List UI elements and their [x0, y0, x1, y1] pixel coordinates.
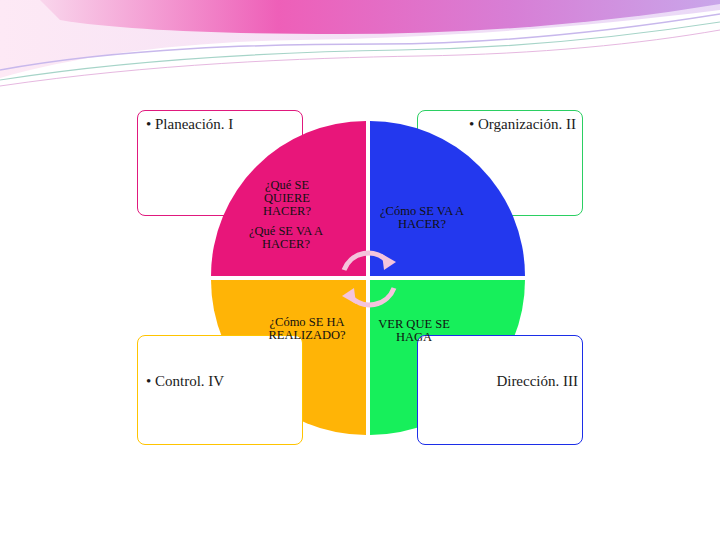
function-title: • Organización. II — [469, 117, 576, 133]
function-box: • Control. IV — [137, 335, 303, 445]
wedge-shape — [370, 121, 525, 276]
question-text: VER QUE SE HAGA — [374, 318, 454, 344]
function-title: • Control. IV — [146, 374, 224, 390]
question-text: ¿Qué SE QUIERE HACER? — [243, 179, 331, 218]
function-title: Dirección. III — [496, 374, 578, 390]
question-text: ¿Qué SE VA A HACER? — [241, 225, 331, 251]
quadrant-wedge: ¿Cómo SE VA A HACER? — [370, 121, 525, 276]
cycle-arrows — [330, 240, 408, 318]
question-text: ¿Cómo SE VA A HACER? — [374, 205, 470, 231]
function-box: Dirección. III — [417, 335, 583, 445]
quadrant-wedge: ¿Qué SE QUIERE HACER? ¿Qué SE VA A HACER? — [211, 121, 366, 276]
question-text: ¿Cómo SE HA REALIZADO? — [255, 316, 359, 342]
function-title: • Planeación. I — [146, 117, 233, 133]
header-wave — [0, 0, 720, 90]
